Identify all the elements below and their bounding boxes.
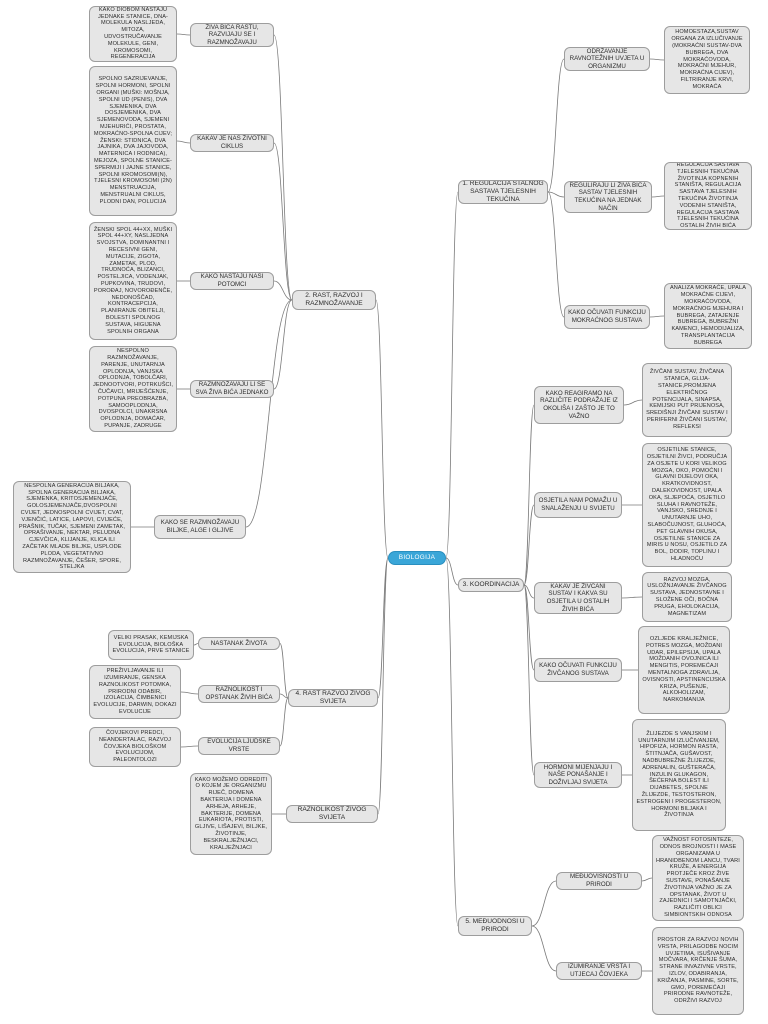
connector-b2t1-b2d1 bbox=[176, 140, 191, 144]
topic-razmnozavanje-svih-bica[interactable]: RAZMNOŽAVAJU LI SE SVA ŽIVA BIĆA JEDNAKO bbox=[190, 380, 274, 398]
detail-meduovisnosti: VAŽNOST FOTOSINTEZE, ODNOS BROJNOSTI I M… bbox=[652, 835, 744, 921]
detail-raznolikost-opstanak: PREŽIVLJAVANJE ILI IZUMIRANJE, GENSKA RA… bbox=[89, 665, 181, 719]
connector-b4t2-b4d2 bbox=[180, 745, 199, 748]
connector-b5-b5t0 bbox=[531, 880, 557, 927]
detail-razmnozavanje-biljaka: NESPOLNA GENERACIJA BILJAKA, SPOLNA GENE… bbox=[13, 481, 131, 573]
connector-b1t2-b1d2 bbox=[649, 315, 665, 318]
detail-nastanak-zivota: VELIKI PRASAK, KEMIJSKA EVOLUCIJA, BIOLO… bbox=[108, 630, 194, 660]
connector-b1-b1t0 bbox=[547, 58, 565, 193]
detail-hormoni: ŽLIJEZDE S VANJSKIM I UNUTARNJIM IZLUČIV… bbox=[632, 719, 726, 831]
connector-root-b2 bbox=[375, 299, 389, 559]
connector-b2-b2t1 bbox=[273, 142, 293, 301]
topic-ocuvati-mokracni-sustav[interactable]: KAKO OČUVATI FUNKCIJU MOKRAĆNOG SUSTAVA bbox=[564, 305, 650, 329]
topic-izumiranje-vrsta[interactable]: IZUMIRANJE VRSTA I UTJECAJ ČOVJEKA bbox=[556, 962, 642, 980]
topic-osjetila[interactable]: OSJETILA NAM POMAŽU U SNALAŽENJU U SVIJE… bbox=[534, 492, 622, 518]
topic-meduovisnosti[interactable]: MEĐUOVISNOSTI U PRIRODI bbox=[556, 872, 642, 890]
connector-b5-b5t1 bbox=[531, 925, 557, 972]
connector-b4-b4t2 bbox=[279, 697, 289, 747]
topic-hormoni[interactable]: HORMONI MIJENJAJU I NAŠE PONAŠANJE I DOŽ… bbox=[534, 762, 622, 788]
topic-reagiranje-na-podrazaje[interactable]: KAKO REAGIRAMO NA RAZLIČITE PODRAŽAJE IZ… bbox=[534, 386, 624, 424]
connector-b1t1-b1d1 bbox=[651, 195, 665, 198]
connector-b3-b3t0 bbox=[523, 404, 535, 586]
detail-osjetila: OSJETILNE STANICE, OSJETILNI ŽIVCI, PODR… bbox=[642, 443, 732, 567]
detail-reguliraju-li-ziva-bica: REGULACIJA SASTAVA TJELESNIH TEKUĆINA ŽI… bbox=[664, 162, 752, 230]
connector-b3t0-b3d0 bbox=[623, 399, 643, 406]
detail-ocuvati-mokracni-sustav: ANALIZA MOKRAĆE, UPALA MOKRAĆNE CIJEVI, … bbox=[664, 283, 752, 349]
connector-b1-b1t1 bbox=[547, 191, 565, 198]
connector-b1-b1t2 bbox=[547, 191, 565, 318]
topic-raznolikost-opstanak[interactable]: RAZNOLIKOST I OPSTANAK ŽIVIH BIĆA bbox=[198, 685, 280, 703]
connector-b4-b4t0 bbox=[279, 643, 289, 699]
detail-zivotni-ciklus: SPOLNO SAZRIJEVANJE, SPOLNI HORMONI, SPO… bbox=[89, 66, 177, 216]
topic-evolucija-ljudske-vrste[interactable]: EVOLUCIJA LJUDSKE VRSTE bbox=[198, 737, 280, 755]
connector-b5t0-b5d0 bbox=[641, 877, 653, 882]
connector-b3t2-b3d2 bbox=[621, 596, 643, 599]
connector-root-b4 bbox=[377, 557, 389, 699]
topic-reguliraju-li-ziva-bica[interactable]: REGULIRAJU LI ŽIVA BIĆA SASTAV TJELESNIH… bbox=[564, 181, 652, 213]
branch-regulacija[interactable]: 1. REGULACIJA STALNOG SASTAVA TJELESNIH … bbox=[458, 180, 548, 204]
branch-raznolikost-zivog-svijeta[interactable]: RAZNOLIKOST ŽIVOG SVIJETA bbox=[286, 805, 378, 823]
branch-razvoj-zivog-svijeta[interactable]: 4. RAST RAZVOJ ŽIVOG SVIJETA bbox=[288, 689, 378, 707]
connector-b1t0-b1d0 bbox=[649, 58, 665, 61]
detail-evolucija-ljudske-vrste: ČOVJEKOVI PREDCI, NEANDERTALAC, RAZVOJ Č… bbox=[89, 727, 181, 767]
detail-izumiranje-vrsta: PROSTOR ZA RAZVOJ NOVIH VRSTA, PRILAGODB… bbox=[652, 927, 744, 1015]
branch-meduodnosi[interactable]: 5. MEĐUODNOSI U PRIRODI bbox=[458, 916, 532, 936]
topic-zivcani-sustav-ostalih-bica[interactable]: KAKAV JE ŽIVČANI SUSTAV I KAKVA SU OSJET… bbox=[534, 582, 622, 614]
topic-ocuvati-zivcani-sustav[interactable]: KAKO OČUVATI FUNKCIJU ŽIVČANOG SUSTAVA bbox=[534, 658, 622, 682]
connector-b2t0-b2d0 bbox=[176, 33, 191, 36]
topic-ziva-bica-rastu[interactable]: ŽIVA BIĆA RASTU, RAZVIJAJU SE I RAZMNOŽA… bbox=[190, 23, 274, 47]
detail-ziva-bica-rastu: KAKO DIOBOM NASTAJU JEDNAKE STANICE, DNA… bbox=[89, 6, 177, 62]
connector-b3-b3t4 bbox=[523, 584, 535, 776]
topic-zivotni-ciklus[interactable]: KAKAV JE NAŠ ŽIVOTNI CIKLUS bbox=[190, 134, 274, 152]
detail-raznolikost-zivog-svijeta: KAKO MOŽEMO ODREDITI O KOJEM JE ORGANIZM… bbox=[190, 773, 272, 855]
topic-razmnozavanje-biljaka[interactable]: KAKO SE RAZMNOŽAVAJU BILJKE, ALGE I GLJI… bbox=[154, 515, 246, 539]
connector-b2-b2t4 bbox=[245, 299, 293, 528]
connector-b4t0-b4d0 bbox=[193, 643, 199, 646]
connector-root-b3 bbox=[445, 557, 459, 586]
branch-rast-razvoj-razmnozavanje[interactable]: 2. RAST, RAZVOJ I RAZMNOŽAVANJE bbox=[292, 290, 376, 310]
topic-nastanak-zivota[interactable]: NASTANAK ŽIVOTA bbox=[198, 637, 280, 650]
detail-odrzavanje-ravnoteznih-uvjeta: HOMOESTAZA,SUSTAV ORGANA ZA IZLUČIVANJE … bbox=[664, 26, 750, 94]
connector-root-b4b bbox=[377, 557, 389, 815]
connector-b3-b3t1 bbox=[523, 504, 535, 586]
connector-root-b5 bbox=[445, 557, 459, 927]
connector-b2-b2t0 bbox=[273, 34, 293, 301]
connector-b4-b4t1 bbox=[279, 693, 289, 699]
connector-b2-b2t3 bbox=[273, 299, 293, 390]
connector-b4t1-b4d1 bbox=[180, 691, 199, 695]
root-node-biologija[interactable]: BIOLOGIJA bbox=[388, 551, 446, 565]
branch-koordinacija[interactable]: 3. KOORDINACIJA bbox=[458, 578, 524, 592]
connector-b2-b2t2 bbox=[273, 280, 293, 301]
connector-b3-b3t3 bbox=[523, 584, 535, 671]
detail-razmnozavanje-svih-bica: NESPOLNO RAZMNOŽAVANJE, PARENJE, UNUTARN… bbox=[89, 346, 177, 432]
topic-odrzavanje-ravnoteznih-uvjeta[interactable]: ODRŽAVANJE RAVNOTEŽNIH UVJETA U ORGANIZM… bbox=[564, 47, 650, 71]
detail-ocuvati-zivcani-sustav: OZLJEDE KRALJEŽNICE, POTRES MOZGA, MOŽDA… bbox=[638, 626, 730, 714]
connector-root-b1 bbox=[445, 191, 459, 559]
topic-nastajanje-potomaka[interactable]: KAKO NASTAJU NAŠI POTOMCI bbox=[190, 272, 274, 290]
detail-nastajanje-potomaka: ŽENSKI SPOL 44+XX, MUŠKI SPOL 44+XY, NAS… bbox=[89, 222, 177, 340]
detail-zivcani-sustav-ostalih-bica: RAZVOJ MOZGA, USLOŽNJAVANJE ŽIVČANOG SUS… bbox=[642, 572, 732, 622]
detail-reagiranje-na-podrazaje: ŽIVČANI SUSTAV, ŽIVČANA STANICA, GLIJA-S… bbox=[642, 363, 732, 437]
connector-b3-b3t2 bbox=[523, 584, 535, 599]
